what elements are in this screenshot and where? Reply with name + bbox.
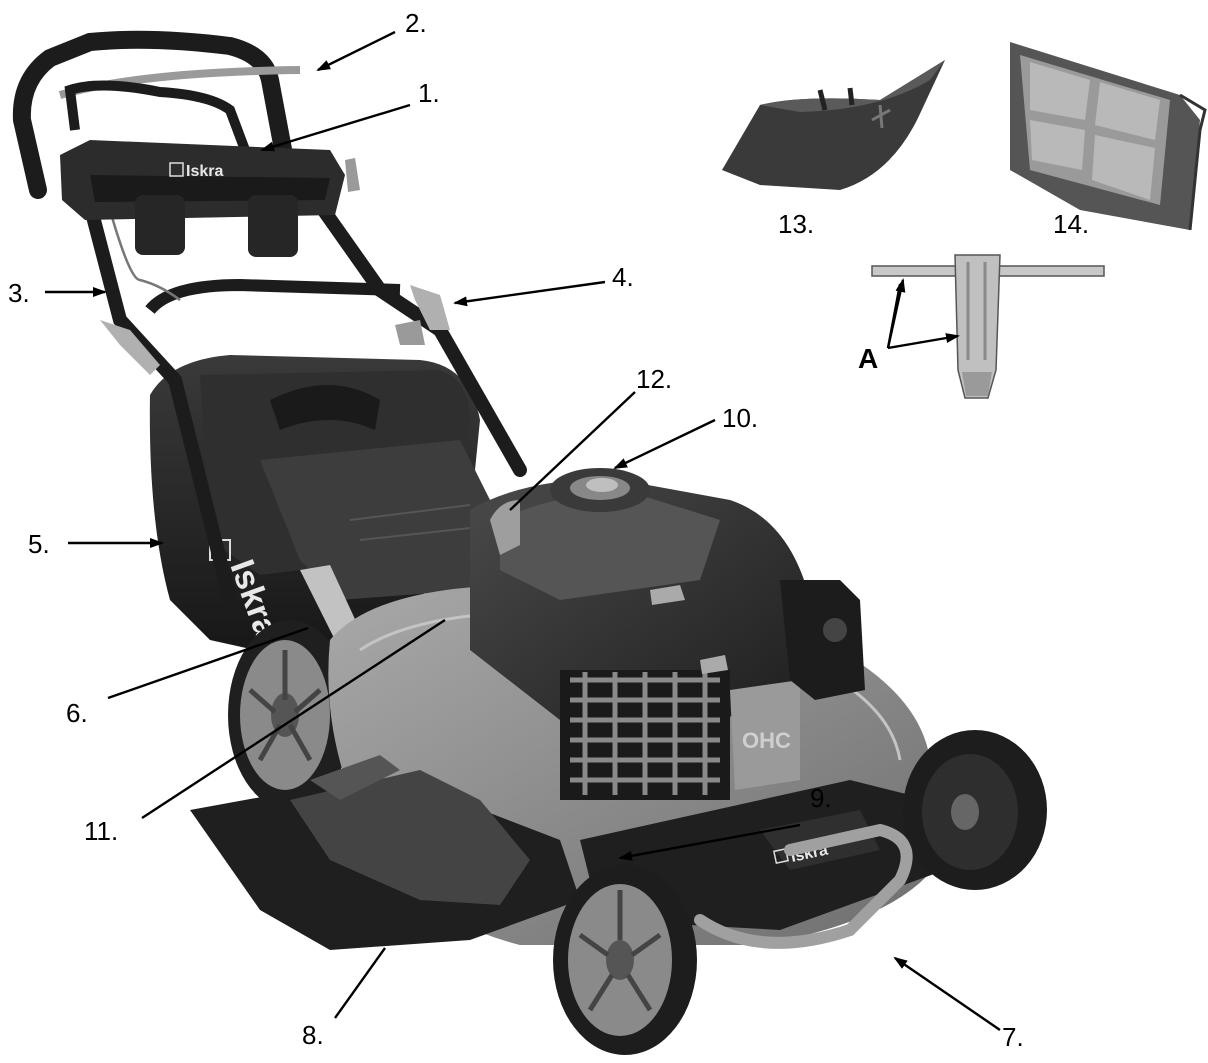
callout-4: 4. <box>612 262 634 292</box>
tool-label-a: A <box>858 343 878 374</box>
rear-left-wheel <box>228 620 352 810</box>
leader-6 <box>107 626 309 700</box>
callout-12: 12. <box>636 364 672 394</box>
engine: OHC <box>470 468 865 800</box>
callout-8: 8. <box>302 1020 324 1050</box>
leader-a-up <box>886 278 906 349</box>
leader-9 <box>618 823 801 861</box>
callout-6: 6. <box>66 698 88 728</box>
leader-a-right <box>887 333 960 350</box>
svg-text:Iskra: Iskra <box>186 163 223 180</box>
callout-5: 5. <box>28 529 50 559</box>
callout-7: 7. <box>1002 1022 1024 1052</box>
accessory-14-discharge-box <box>1010 42 1207 231</box>
callout-1: 1. <box>418 78 440 108</box>
leader-8 <box>334 947 386 1019</box>
leader-11 <box>141 618 446 820</box>
callout-3: 3. <box>8 278 30 308</box>
rear-discharge-flap <box>190 755 580 950</box>
callout-13: 13. <box>778 209 814 239</box>
leader-12 <box>509 391 636 511</box>
front-left-wheel <box>553 865 697 1055</box>
front-right-wheel <box>903 730 1047 890</box>
console-logo: Iskra <box>169 162 223 180</box>
leader-lines <box>45 30 1001 1031</box>
leader-2 <box>316 30 396 72</box>
callout-9: 9. <box>810 783 832 813</box>
leader-7 <box>893 956 1001 1031</box>
callout-11: 11. <box>84 816 118 846</box>
leader-4 <box>453 280 606 307</box>
handle-bar-assembly: Iskra <box>12 30 527 640</box>
leader-1 <box>260 103 411 152</box>
callout-labels: 1. 2. 3. 4. 5. 6. 7. 8. 9. 10. 11. 12. 1… <box>8 8 1089 1052</box>
engine-ohc-text: OHC <box>742 728 791 753</box>
accessory-13-mulching-plug <box>722 60 945 190</box>
callout-10: 10. <box>722 403 758 433</box>
callout-2: 2. <box>405 8 427 38</box>
engine-guard-cage <box>560 670 730 800</box>
callout-14: 14. <box>1053 209 1089 239</box>
spark-plug-wrench <box>871 254 1105 399</box>
leader-10 <box>613 418 716 470</box>
